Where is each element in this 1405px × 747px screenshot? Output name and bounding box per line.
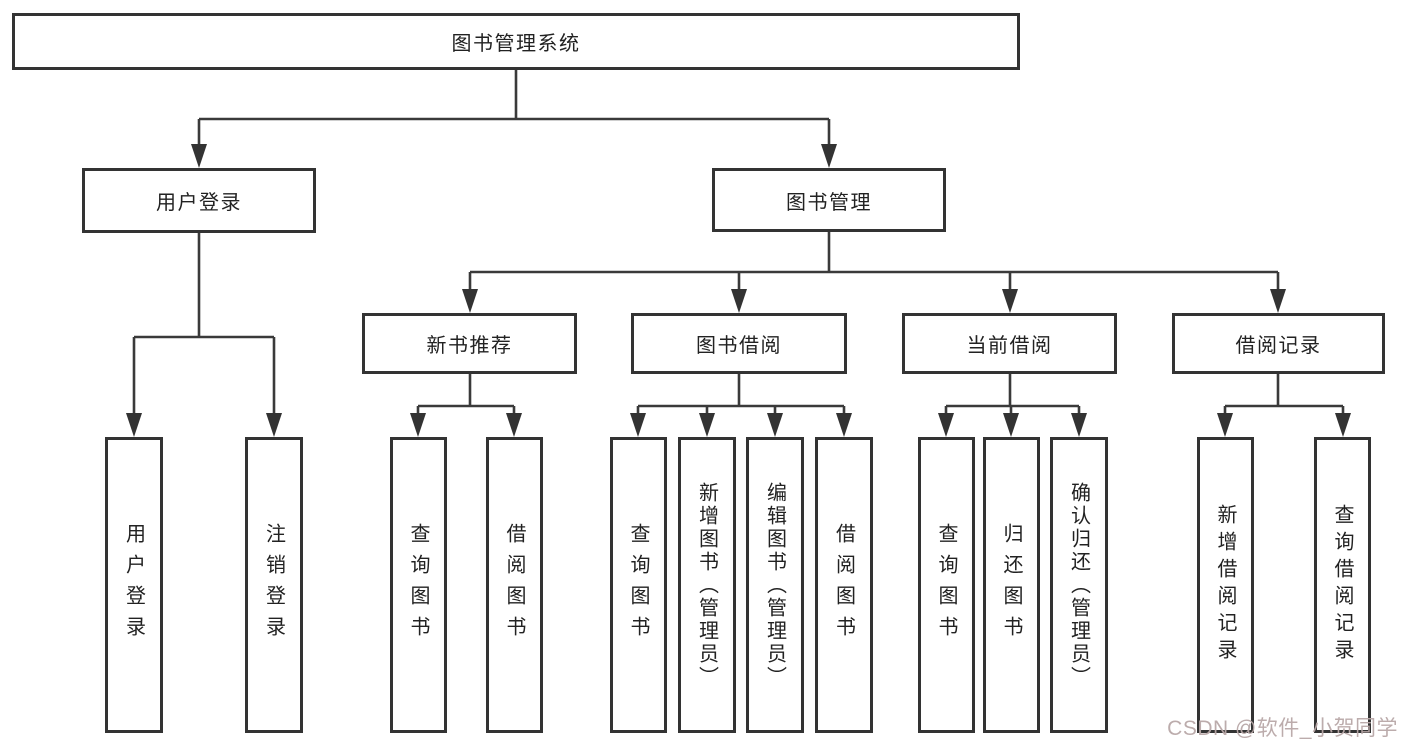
leaf-query-books-1-label: 查询图书 [407,523,429,647]
leaf-add-borrow-record: 新增借阅记录 [1197,437,1254,733]
leaf-user-login: 用户登录 [105,437,163,733]
leaf-borrow-books-1-label: 借阅图书 [503,523,525,647]
leaf-add-books-admin-label: 新增图书（管理员） [695,481,718,689]
leaf-query-books-1: 查询图书 [390,437,447,733]
node-borrow-record: 借阅记录 [1172,313,1385,374]
node-root: 图书管理系统 [12,13,1020,70]
node-user-login: 用户登录 [82,168,316,233]
node-book-management: 图书管理 [712,168,946,232]
node-root-label: 图书管理系统 [451,33,581,55]
leaf-query-borrow-record: 查询借阅记录 [1314,437,1371,733]
leaf-edit-books-admin: 编辑图书（管理员） [746,437,804,733]
node-book-borrow: 图书借阅 [631,313,847,374]
leaf-return-books: 归还图书 [983,437,1040,733]
leaf-query-books-2-label: 查询图书 [627,523,649,647]
node-user-login-label: 用户登录 [156,192,242,214]
leaf-confirm-return-admin: 确认归还（管理员） [1050,437,1108,733]
leaf-query-books-3-label: 查询图书 [935,523,957,647]
leaf-user-login-label: 用户登录 [122,523,145,647]
leaf-add-borrow-record-label: 新增借阅记录 [1214,504,1236,666]
leaf-query-books-2: 查询图书 [610,437,667,733]
leaf-edit-books-admin-label: 编辑图书（管理员） [763,481,786,689]
leaf-borrow-books-2: 借阅图书 [815,437,873,733]
node-current-borrow-label: 当前借阅 [966,335,1053,357]
leaf-add-books-admin: 新增图书（管理员） [678,437,736,733]
node-current-borrow: 当前借阅 [902,313,1117,374]
leaf-logout: 注销登录 [245,437,303,733]
leaf-confirm-return-admin-label: 确认归还（管理员） [1067,481,1090,689]
leaf-borrow-books-1: 借阅图书 [486,437,543,733]
leaf-query-borrow-record-label: 查询借阅记录 [1331,504,1353,666]
node-book-management-label: 图书管理 [786,191,872,214]
node-borrow-record-label: 借阅记录 [1235,335,1322,357]
node-book-borrow-label: 图书借阅 [696,335,782,357]
leaf-return-books-label: 归还图书 [1000,523,1022,647]
leaf-logout-label: 注销登录 [262,523,285,647]
node-new-book-recommend-label: 新书推荐 [426,335,513,357]
node-new-book-recommend: 新书推荐 [362,313,577,374]
leaf-borrow-books-2-label: 借阅图书 [832,523,855,647]
leaf-query-books-3: 查询图书 [918,437,975,733]
